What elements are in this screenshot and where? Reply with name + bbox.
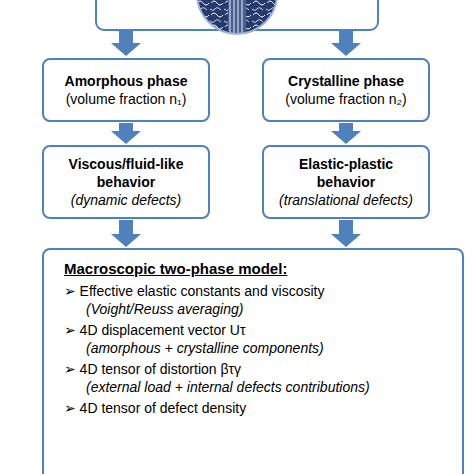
block-arrow: [331, 220, 361, 247]
structure-image: [196, 0, 278, 34]
model-item: (Voight/Reuss averaging): [64, 300, 448, 318]
box-title: Crystalline phase: [272, 72, 420, 90]
block-arrow: [111, 31, 141, 56]
behavior-box: Viscous/fluid-like behavior(dynamic defe…: [42, 145, 210, 219]
box-title: Viscous/fluid-like behavior: [52, 155, 200, 191]
model-item: ➢ 4D tensor of distortion βτγ: [64, 360, 448, 378]
box-subtitle: (volume fraction n₂): [272, 90, 420, 108]
block-arrow: [111, 220, 141, 247]
box-title: Elastic-plastic behavior: [272, 155, 420, 191]
block-arrow: [111, 123, 141, 144]
block-arrow: [331, 123, 361, 144]
model-heading: Macroscopic two-phase model:: [64, 260, 448, 278]
model-item: ➢ Effective elastic constants and viscos…: [64, 282, 448, 300]
box-subtitle: (volume fraction n₁): [52, 90, 200, 108]
box-subtitle: (translational defects): [272, 191, 420, 209]
model-item: ➢ 4D displacement vector Uτ: [64, 321, 448, 339]
model-item: (amorphous + crystalline components): [64, 339, 448, 357]
model-item: ➢ 4D tensor of defect density: [64, 399, 448, 417]
phase-box: Crystalline phase(volume fraction n₂): [262, 58, 430, 122]
model-item: (external load + internal defects contri…: [64, 378, 448, 396]
block-arrow: [331, 31, 361, 56]
behavior-box: Elastic-plastic behavior(translational d…: [262, 145, 430, 219]
model-box: Macroscopic two-phase model: ➢ Effective …: [42, 248, 464, 474]
box-title: Amorphous phase: [52, 72, 200, 90]
box-subtitle: (dynamic defects): [52, 191, 200, 209]
phase-box: Amorphous phase(volume fraction n₁): [42, 58, 210, 122]
